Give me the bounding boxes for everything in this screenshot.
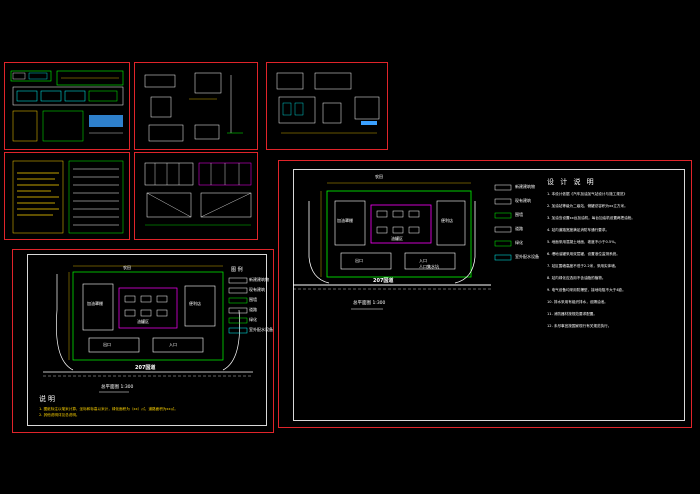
building-label-main-5: 入口 (419, 258, 427, 263)
legend-item-main-6: 室外配水设备 (515, 254, 539, 259)
thumbnail-3-drawing (276, 72, 380, 134)
design-note-1: 1. 本设计依据《汽车加油加气站设计与施工规范》 (547, 192, 628, 196)
site-plan-frame-main (293, 169, 685, 421)
road-label-left: 207国道 (135, 365, 156, 371)
design-note-5: 5. 地面采用混凝土地面，坡度不小于0.5%。 (547, 240, 619, 244)
site-plan-scale-main-text: 1:300 (372, 301, 386, 306)
building-label-left-5: 入口 (169, 342, 177, 347)
road-label-main: 207国道 (373, 278, 394, 284)
design-note-9: 9. 电气设备均采用防爆型，接地电阻不大于4欧。 (547, 288, 626, 292)
thumbnail-sheet-3[interactable] (266, 62, 388, 150)
design-note-3: 3. 加油岛设置xx台加油机，每台加油机设置两把油枪。 (547, 216, 635, 220)
site-plan-title-text: 总平面图 (101, 385, 119, 390)
thumbnail-sheet-4[interactable] (4, 152, 130, 240)
site-plan-title-main: 总平面图 1:300 (353, 301, 386, 307)
legend-item-main-3: 围墙 (515, 212, 523, 217)
design-note-6: 6. 埋地油罐采用双层罐，设置液位监测系统。 (547, 252, 620, 256)
notes-title-left: 说明 (39, 395, 57, 403)
site-plan-sheet-main[interactable]: 207国道 农田 总平面图 1:300 新建建筑物 现有建筑 围墙 道路 绿化 … (278, 160, 692, 428)
legend-item-left-5: 绿化 (249, 317, 257, 322)
site-plan-sheet-left[interactable]: 207国道 农田 总平面图 1:300 图 例 新建建筑物 现有建筑 围墙 道路… (12, 249, 274, 433)
building-label-left-2: 便利店 (189, 301, 201, 306)
legend-item-left-4: 道路 (249, 307, 257, 312)
building-label-left-4: 出口 (103, 342, 111, 347)
legend-item-left-1: 新建建筑物 (249, 277, 269, 282)
legend-item-main-4: 道路 (515, 226, 523, 231)
thumbnail-4-drawing (12, 160, 124, 234)
top-label-main: 农田 (375, 174, 383, 179)
design-notes-title: 设 计 说 明 (547, 178, 596, 186)
design-note-11: 11. 消防器材按规范要求配置。 (547, 312, 597, 316)
site-plan-scale-text: 1:300 (120, 385, 134, 390)
building-label-main-1: 加油罩棚 (337, 218, 353, 223)
legend-item-left-2: 现有建筑 (249, 287, 265, 292)
site-plan-left-drawing (43, 265, 253, 393)
design-note-4: 4. 站内道路宽度满足消防车通行要求。 (547, 228, 610, 232)
design-note-7: 7. 站区围墙高度不低于2.2米，采用实体墙。 (547, 264, 619, 268)
thumbnail-2-drawing (144, 72, 243, 142)
thumbnail-1-drawing (10, 70, 124, 142)
thumbnail-sheet-1[interactable] (4, 62, 130, 150)
building-label-main-6: 人口集水坑 (419, 264, 439, 269)
design-note-2: 2. 加油站等级为二级站，储罐总容积为xx立方米。 (547, 204, 628, 208)
legend-item-left-6: 室外配水设备 (249, 327, 273, 332)
thumbnail-5-drawing (144, 162, 252, 226)
site-plan-title-left: 总平面图 1:300 (101, 385, 134, 391)
thumbnail-sheet-2[interactable] (134, 62, 258, 150)
site-plan-main-drawing (293, 182, 512, 310)
building-label-main-3: 油罐区 (391, 236, 403, 241)
legend-item-main-2: 现有建筑 (515, 198, 531, 203)
design-note-10: 10. 排水采用有组织排水，设隔油池。 (547, 300, 608, 304)
note-line-left-2: 2. 其他说明详见总说明。 (39, 413, 80, 417)
note-line-left-1: 1. 图纸标注以毫米计算，坐标和标高以米计，绿化面积为（xx）㎡，道路面积为xx… (39, 407, 178, 411)
building-label-main-4: 出口 (355, 258, 363, 263)
legend-item-main-1: 新建建筑物 (515, 184, 535, 189)
building-label-left-3: 油罐区 (137, 319, 149, 324)
building-label-main-2: 便利店 (441, 218, 453, 223)
legend-title-left: 图 例 (231, 267, 243, 273)
design-note-12: 12. 未尽事宜按国家现行有关规范执行。 (547, 324, 612, 328)
legend-item-left-3: 围墙 (249, 297, 257, 302)
thumbnail-sheet-5[interactable] (134, 152, 258, 240)
top-label-left: 农田 (123, 265, 131, 270)
site-plan-title-main-text: 总平面图 (353, 301, 371, 306)
building-label-left-1: 加油罩棚 (87, 301, 103, 306)
site-plan-frame-left (27, 254, 267, 426)
legend-item-main-5: 绿化 (515, 240, 523, 245)
design-note-8: 8. 站内绿化应选用不含油脂的植物。 (547, 276, 606, 280)
